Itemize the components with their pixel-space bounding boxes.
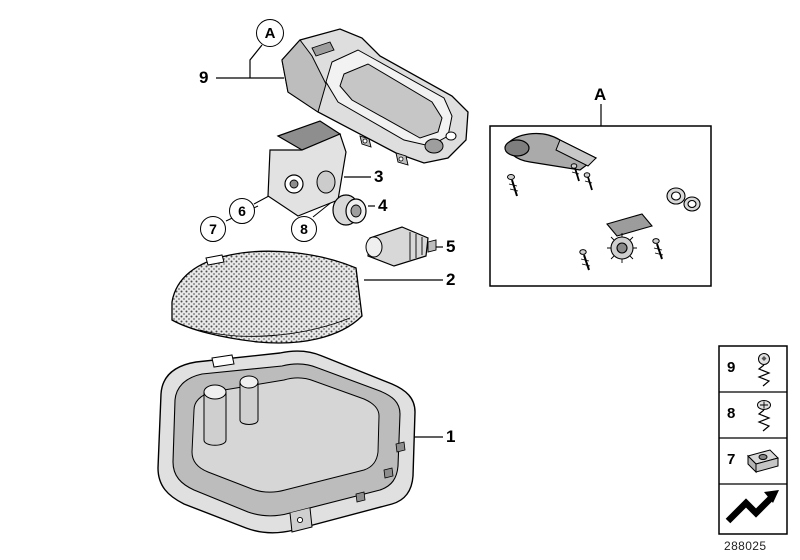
callout-part-5[interactable]: 5 [446,237,456,256]
callout-part-3[interactable]: 3 [374,167,384,186]
washer-part [666,187,701,212]
mounting-bracket-part [267,120,347,217]
clip-direction-icon [725,490,779,524]
callout-part-6[interactable]: 6 [229,198,255,224]
callout-detail-box-a[interactable]: A [594,85,607,104]
screw-part [579,249,591,271]
storage-bin-part [157,350,416,534]
callout-part-1[interactable]: 1 [446,427,456,446]
detail-box-a [489,125,712,287]
screw-part [507,174,519,197]
socket-housing-part [365,226,437,267]
callout-part-9[interactable]: 9 [199,68,209,87]
callout-part-7[interactable]: 7 [200,216,226,242]
legend-label-9[interactable]: 9 [727,359,736,376]
clip-nut-icon [747,449,779,474]
callout-part-4[interactable]: 4 [378,196,388,215]
screw-part [652,238,664,260]
callout-detail-a[interactable]: A [256,19,284,47]
grommet-part [606,213,653,263]
callout-part-2[interactable]: 2 [446,270,456,289]
document-number: 288025 [724,539,767,553]
power-socket-part [332,194,367,226]
oval-head-screw-icon [757,400,771,432]
lever-part [504,133,598,171]
torx-screw-icon [757,353,771,387]
legend-box [718,345,788,535]
screw-part [583,172,593,191]
console-carrier-part [281,28,469,166]
rubber-mat-part [171,250,363,344]
legend-label-8[interactable]: 8 [727,405,736,422]
screw-part [570,163,580,182]
legend-label-7[interactable]: 7 [727,451,736,468]
callout-part-8[interactable]: 8 [291,216,317,242]
